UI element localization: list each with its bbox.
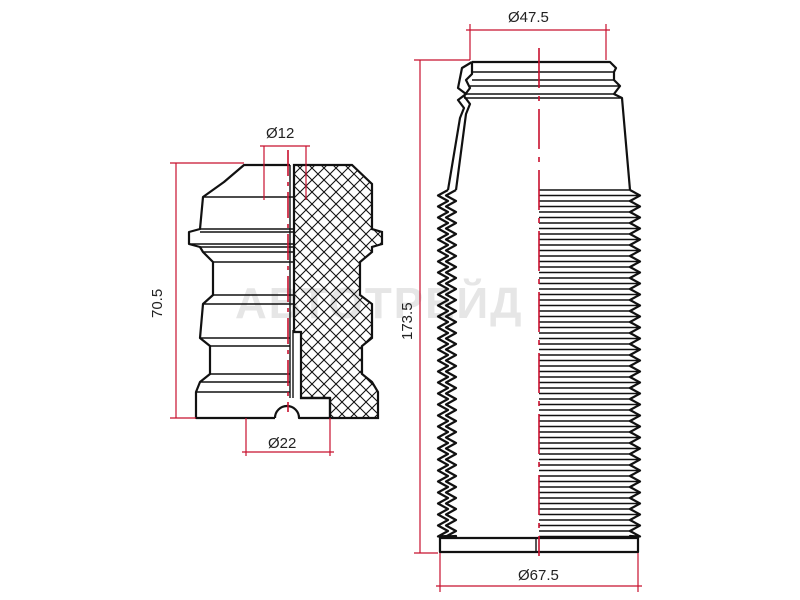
bump-stop-top-diameter-label: Ø12 (266, 125, 294, 142)
dust-boot-top-collar-section (446, 61, 473, 191)
dust-boot: Ø47.5 173.5 Ø67.5 (399, 9, 642, 592)
rib-profile (628, 189, 642, 540)
dust-boot-outline (472, 60, 632, 191)
bump-stop-height-label: 70.5 (149, 289, 166, 318)
dust-boot-bottom-ring (438, 536, 640, 554)
dust-boot-height-label: 173.5 (399, 302, 416, 340)
dust-boot-bottom-diameter-label: Ø67.5 (518, 567, 559, 584)
dust-boot-ribs (539, 189, 642, 540)
dust-boot-bellows-section (436, 189, 450, 540)
dust-boot-top-diameter-label: Ø47.5 (508, 9, 549, 26)
bump-stop: Ø12 70.5 Ø22 (149, 125, 384, 456)
bump-stop-profile-lines (189, 196, 294, 393)
watermark: АВТОТРЕЙД (235, 277, 523, 328)
bump-stop-bore-notch (273, 404, 330, 420)
bump-stop-bottom-diameter-label: Ø22 (268, 435, 296, 452)
bump-stop-section-hatch (292, 163, 384, 420)
